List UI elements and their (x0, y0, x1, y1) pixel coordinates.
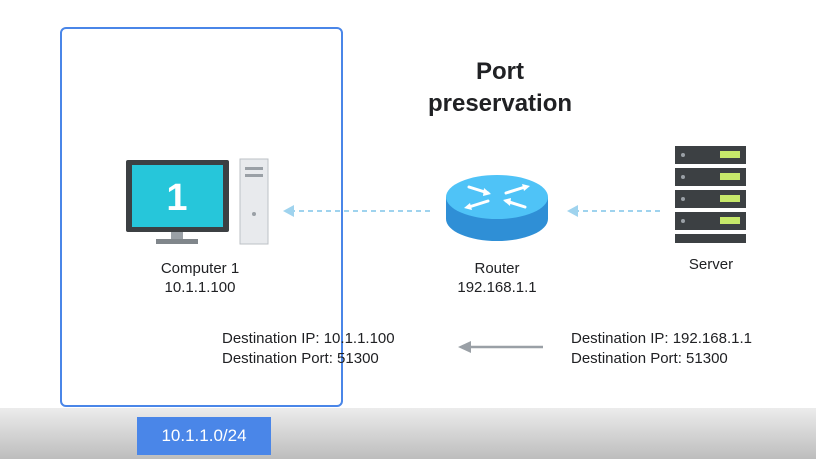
computer-label: Computer 1 10.1.1.100 (130, 259, 270, 297)
translation-arrowhead (458, 341, 471, 353)
tower-drive-2 (245, 174, 263, 177)
packet-local-dest-port: Destination Port: 51300 (222, 350, 379, 367)
monitor-base (156, 239, 198, 244)
monitor-neck (171, 232, 183, 241)
server-unit-2 (675, 168, 746, 186)
computer-ip: 10.1.1.100 (164, 279, 236, 296)
title-line-2: preservation (427, 90, 573, 117)
packet-remote-info: Destination IP: 192.168.1.1 Destination … (571, 329, 752, 369)
server-name: Server (688, 256, 734, 273)
router-icon (446, 175, 548, 241)
packet-local-info: Destination IP: 10.1.1.100 Destination P… (222, 329, 395, 369)
server-light-4 (720, 217, 740, 224)
server-rack-icon (675, 146, 746, 243)
router-name: Router (474, 260, 520, 277)
computer-name: Computer 1 (160, 260, 240, 277)
router-ip: 192.168.1.1 (457, 279, 537, 296)
title-line-1: Port (476, 58, 524, 85)
server-unit-1 (675, 146, 746, 164)
packet-local-dest-ip: Destination IP: 10.1.1.100 (222, 330, 395, 347)
monitor-screen (132, 165, 223, 227)
server-base (675, 234, 746, 243)
server-light-3 (720, 195, 740, 202)
screen-number: 1 (166, 177, 187, 219)
server-unit-4 (675, 212, 746, 230)
desktop-computer-icon: 1 (126, 158, 269, 245)
bottom-strip (0, 408, 816, 459)
router-arrowheads (464, 184, 530, 210)
server-to-router-arrowhead (567, 205, 578, 217)
subnet-label: 10.1.1.0/24 (137, 417, 271, 455)
tower-case (239, 158, 269, 245)
server-label: Server (670, 255, 752, 274)
router-label: Router 192.168.1.1 (437, 259, 557, 297)
router-top (446, 175, 548, 219)
server-light-1 (720, 151, 740, 158)
packet-remote-dest-ip: Destination IP: 192.168.1.1 (571, 330, 752, 347)
server-unit-3 (675, 190, 746, 208)
server-light-2 (720, 173, 740, 180)
tower-drive-1 (245, 167, 263, 170)
tower-power-button (252, 212, 256, 216)
packet-remote-dest-port: Destination Port: 51300 (571, 350, 728, 367)
router-to-computer-arrowhead (283, 205, 294, 217)
diagram-title: Port preservation (400, 56, 600, 120)
